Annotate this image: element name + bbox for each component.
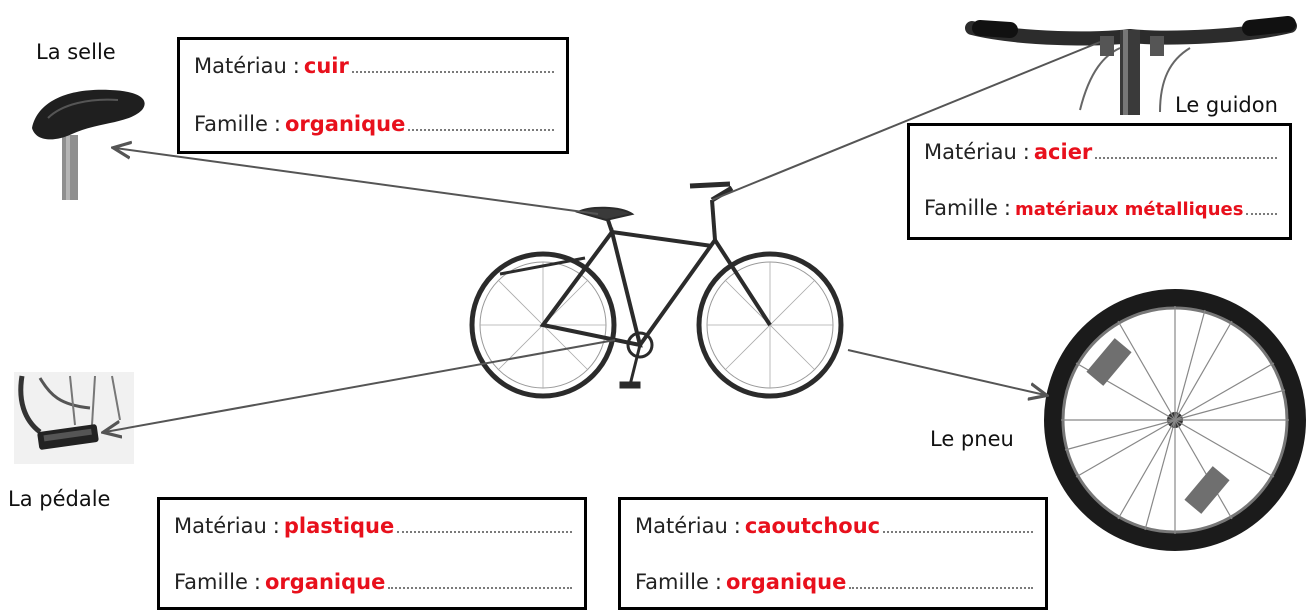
arrow-pneu bbox=[847, 349, 1045, 395]
materiau-key: Matériau bbox=[174, 514, 267, 538]
pedal-illustration bbox=[14, 372, 134, 464]
materiau-key: Matériau bbox=[924, 140, 1017, 164]
famille-key: Famille bbox=[194, 112, 268, 136]
famille-value: organique bbox=[725, 570, 847, 594]
answer-box-pneu: Matériau: caoutchouc Famille: organique bbox=[618, 497, 1048, 610]
label-pneu: Le pneu bbox=[930, 427, 1014, 451]
answer-box-guidon: Matériau: acier Famille: matériaux métal… bbox=[907, 123, 1292, 240]
arrows bbox=[105, 41, 1101, 432]
materiau-key: Matériau bbox=[635, 514, 728, 538]
label-pedale: La pédale bbox=[8, 487, 111, 511]
tire-illustration bbox=[1044, 289, 1306, 551]
arrow-pedale bbox=[105, 339, 616, 432]
saddle-illustration bbox=[32, 89, 145, 200]
famille-value: matériaux métalliques bbox=[1014, 199, 1244, 220]
label-guidon: Le guidon bbox=[1175, 93, 1278, 117]
famille-key: Famille bbox=[174, 570, 248, 594]
materiau-value: cuir bbox=[303, 54, 349, 78]
famille-value: organique bbox=[264, 570, 386, 594]
materiau-value: acier bbox=[1033, 140, 1093, 164]
materiau-value: caoutchouc bbox=[744, 514, 881, 538]
materiau-value: plastique bbox=[283, 514, 395, 538]
famille-value: organique bbox=[284, 112, 406, 136]
famille-key: Famille bbox=[635, 570, 709, 594]
bicycle-illustration bbox=[469, 181, 844, 399]
materiau-key: Matériau bbox=[194, 54, 287, 78]
handlebar-illustration bbox=[965, 16, 1297, 115]
label-selle: La selle bbox=[36, 40, 116, 64]
arrow-guidon bbox=[711, 41, 1101, 201]
answer-box-pedale: Matériau: plastique Famille: organique bbox=[157, 497, 587, 610]
answer-box-selle: Matériau: cuir Famille: organique bbox=[177, 37, 569, 154]
arrow-selle bbox=[115, 148, 599, 215]
famille-key: Famille bbox=[924, 196, 998, 220]
